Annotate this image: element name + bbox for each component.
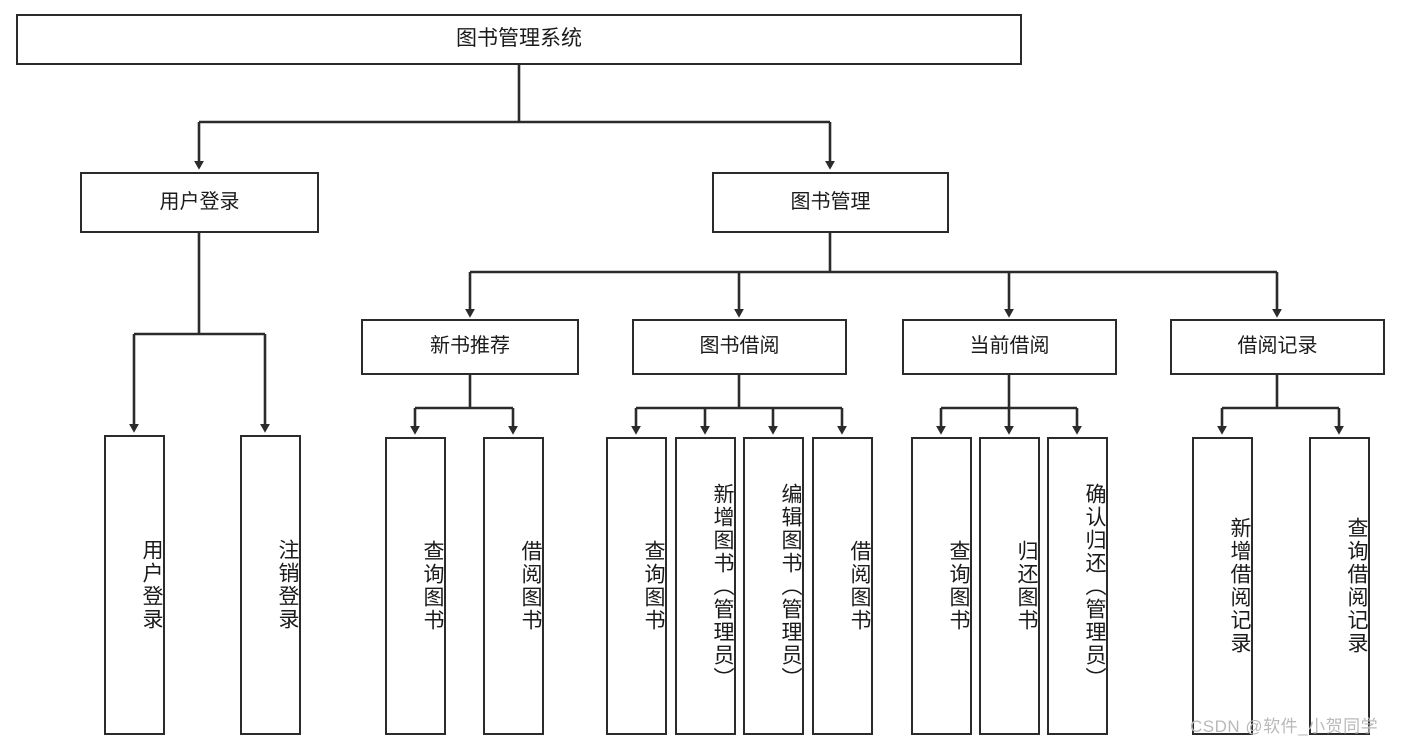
node-leaf-query-book-current[interactable]: 查询图书 [911, 437, 972, 735]
node-book-borrow[interactable]: 图书借阅 [632, 319, 847, 375]
node-book-management[interactable]: 图书管理 [712, 172, 949, 233]
node-leaf-borrow-book[interactable]: 借阅图书 [812, 437, 873, 735]
node-leaf-edit-book-admin[interactable]: 编辑图书（管理员） [743, 437, 804, 735]
node-new-book-recommend[interactable]: 新书推荐 [361, 319, 579, 375]
node-label: 新增借阅记录 [1228, 517, 1251, 655]
node-label: 确认归还（管理员） [1083, 482, 1106, 690]
node-leaf-borrow-book-recommend[interactable]: 借阅图书 [483, 437, 544, 735]
node-label: 借阅记录 [1237, 335, 1318, 358]
node-current-borrow[interactable]: 当前借阅 [902, 319, 1117, 375]
node-label: 注销登录 [276, 539, 299, 631]
node-label: 当前借阅 [969, 335, 1050, 358]
node-label: 借阅图书 [519, 540, 542, 632]
node-label: 图书管理 [790, 190, 871, 213]
node-leaf-user-login[interactable]: 用户登录 [104, 435, 165, 735]
node-label: 图书借阅 [699, 335, 780, 358]
node-label: 查询借阅记录 [1345, 517, 1368, 655]
node-borrow-record[interactable]: 借阅记录 [1170, 319, 1385, 375]
node-leaf-return-book[interactable]: 归还图书 [979, 437, 1040, 735]
node-user-login[interactable]: 用户登录 [80, 172, 319, 233]
node-label: 借阅图书 [848, 540, 871, 632]
node-leaf-add-borrow-record[interactable]: 新增借阅记录 [1192, 437, 1253, 735]
node-leaf-query-book-borrow[interactable]: 查询图书 [606, 437, 667, 735]
node-leaf-query-borrow-record[interactable]: 查询借阅记录 [1309, 437, 1370, 735]
node-label: 用户登录 [159, 190, 240, 213]
csdn-watermark: CSDN @软件_小贺同学 [1190, 717, 1379, 736]
node-label: 用户登录 [140, 539, 163, 631]
node-label: 编辑图书（管理员） [779, 482, 802, 690]
node-leaf-add-book-admin[interactable]: 新增图书（管理员） [675, 437, 736, 735]
node-label: 查询图书 [642, 540, 665, 632]
node-label: 新书推荐 [430, 335, 510, 358]
node-label: 新增图书（管理员） [711, 482, 734, 690]
node-leaf-logout[interactable]: 注销登录 [240, 435, 301, 735]
node-leaf-query-book-recommend[interactable]: 查询图书 [385, 437, 446, 735]
node-root-book-management-system[interactable]: 图书管理系统 [16, 14, 1022, 65]
node-label: 图书管理系统 [456, 27, 582, 51]
node-leaf-confirm-return-admin[interactable]: 确认归还（管理员） [1047, 437, 1108, 735]
node-label: 查询图书 [947, 540, 970, 632]
node-label: 查询图书 [421, 540, 444, 632]
node-label: 归还图书 [1015, 540, 1038, 632]
